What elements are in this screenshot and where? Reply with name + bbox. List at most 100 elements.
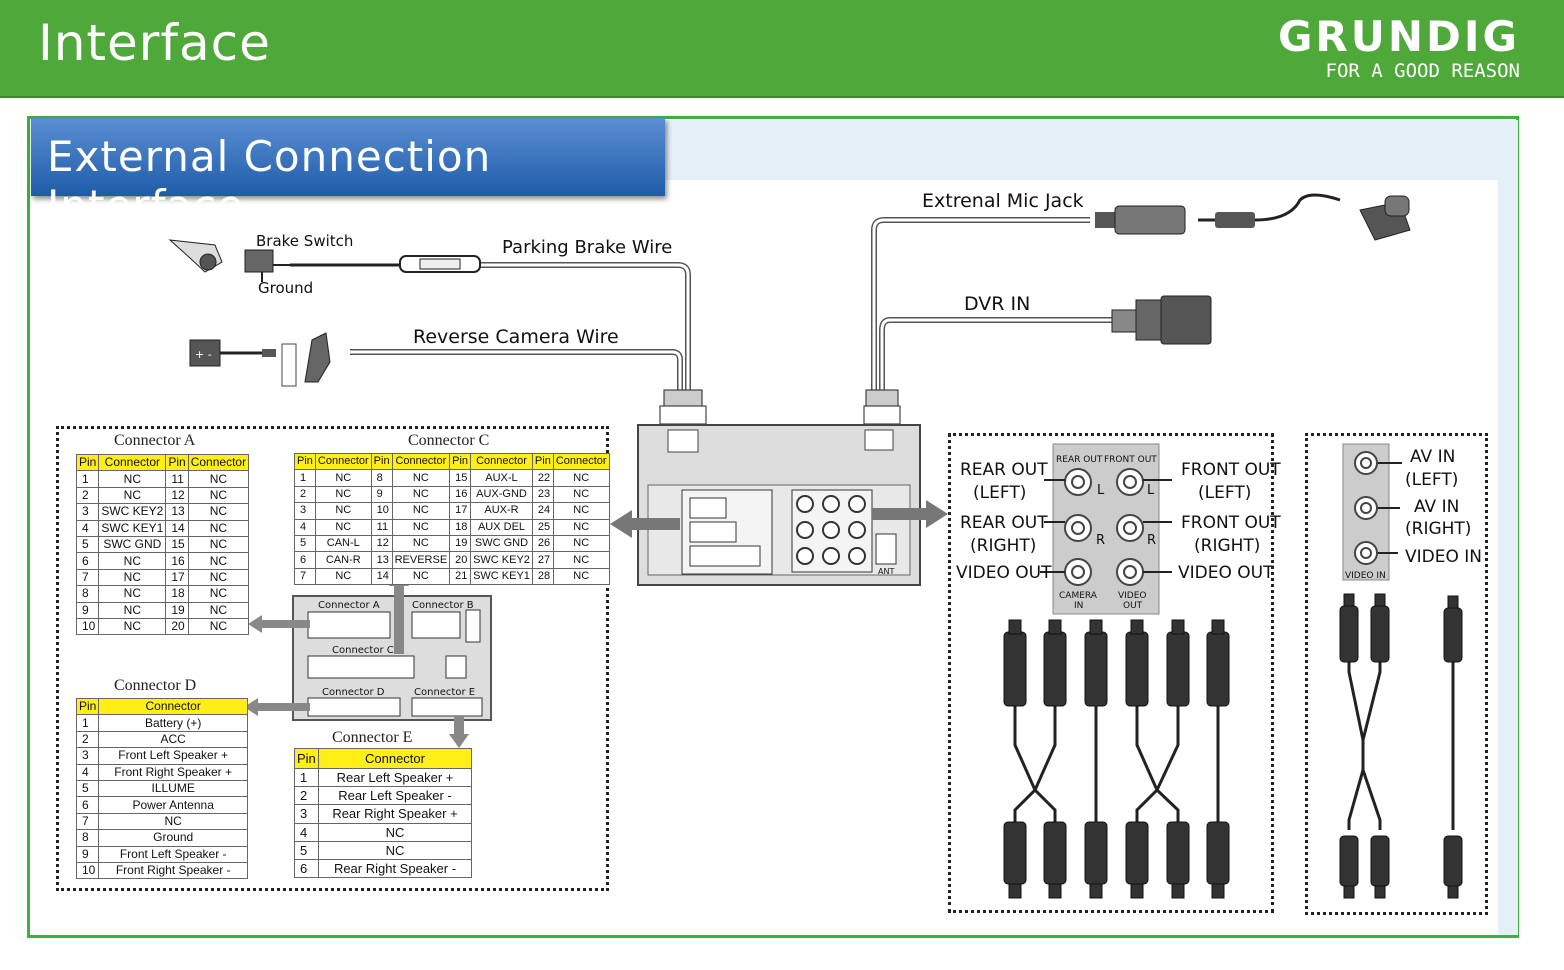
table-header: Connector (314, 452, 372, 471)
pin-cell: 12 (165, 486, 189, 505)
pin-cell: 14 (165, 519, 189, 537)
pin-cell: 1 (294, 469, 316, 487)
connector-d-title: Connector D (114, 677, 197, 694)
pin-cell: 22 (531, 469, 554, 487)
rear-out-left-label: REAR OUT (960, 460, 1048, 480)
connector-cell: NC (187, 601, 250, 619)
mic-jack-icon (1095, 193, 1341, 235)
connector-cell: SWC GND (470, 534, 533, 553)
mic-jack-label: Extrenal Mic Jack (922, 190, 1084, 212)
connector-cell: Power Antenna (98, 796, 248, 814)
connector-cell: NC (98, 585, 167, 603)
pin-cell: 20 (449, 551, 472, 569)
pin-cell: 10 (370, 502, 393, 520)
mini-label-c: Connector C (332, 645, 394, 656)
parking-brake-label: Parking Brake Wire (502, 237, 672, 258)
connector-cell: NC (318, 840, 472, 860)
unit-plug-right (863, 389, 901, 425)
connector-cell: SWC KEY1 (98, 519, 167, 537)
connector-cell: Front Left Speaker + (98, 747, 248, 765)
pin-cell: 2 (75, 486, 100, 505)
pin-cell: 4 (75, 763, 100, 781)
connector-cell: NC (391, 469, 451, 487)
pin-cell: 3 (75, 747, 100, 765)
arrow-left (610, 510, 680, 538)
rca-jack-panel (1040, 443, 1172, 615)
pin-cell: 10 (75, 617, 100, 636)
connector-cell: Battery (+) (98, 714, 248, 732)
connector-cell: AUX-GND (470, 485, 533, 504)
pin-cell: 13 (165, 503, 189, 521)
connector-cell: NC (318, 822, 472, 842)
table-header: Pin (75, 697, 100, 716)
pin-cell: 24 (531, 502, 554, 520)
brake-switch-label: Brake Switch (256, 232, 353, 250)
connector-cell: SWC KEY1 (470, 567, 533, 586)
right-channel-label-2: R (1147, 533, 1156, 548)
table-header: Pin (294, 452, 316, 471)
rca-area (948, 433, 1274, 913)
connector-cell: NC (391, 567, 451, 586)
pin-cell: 8 (75, 585, 100, 603)
pin-cell: 6 (75, 796, 100, 814)
pin-cell: 15 (165, 535, 189, 554)
av-in-right-sub: (RIGHT) (1405, 519, 1471, 539)
connector-cell: Front Right Speaker - (98, 861, 248, 880)
connector-arrows (244, 572, 469, 748)
front-out-left-sub: (LEFT) (1198, 483, 1251, 503)
av-in-left-sub: (LEFT) (1405, 470, 1458, 490)
pin-cell: 9 (370, 485, 393, 504)
video-out-right-label: VIDEO OUT (1178, 563, 1274, 583)
connector-cell: NC (187, 617, 250, 636)
connector-cell: NC (314, 502, 372, 520)
pin-cell: 4 (294, 822, 319, 842)
brake-switch-icon (168, 239, 290, 282)
pin-cell: 13 (370, 551, 393, 569)
rear-out-left-sub: (LEFT) (973, 483, 1026, 503)
connector-cell: NC (98, 812, 248, 831)
battery-icon: + - (189, 339, 276, 367)
connector-cell: Rear Right Speaker + (318, 804, 472, 824)
connector-cell: Front Left Speaker - (98, 845, 248, 863)
section-tab: External Connection Interface (31, 118, 665, 230)
table-header: Connector (391, 452, 451, 471)
mini-label-e: Connector E (414, 687, 475, 698)
panel-front-out-label: FRONT OUT (1104, 455, 1157, 465)
pin-cell: 6 (294, 551, 316, 569)
pin-cell: 5 (75, 779, 100, 798)
pin-cell: 1 (75, 714, 100, 732)
pin-cell: 4 (75, 519, 100, 537)
pin-cell: 5 (75, 535, 100, 554)
gear-shift-icon (281, 332, 331, 387)
connector-cell: NC (98, 470, 167, 488)
connector-overview: Connector A Connector B Connector C Conn… (292, 595, 492, 721)
video-in-label: VIDEO IN (1405, 547, 1482, 567)
pin-cell: 2 (294, 485, 316, 504)
pin-cell: 3 (75, 503, 100, 521)
connector-cell: NC (98, 568, 167, 587)
pin-cell: 16 (165, 552, 189, 570)
camera-in-label: CAMERA (1059, 591, 1098, 601)
connector-cell: AUX-L (470, 469, 533, 487)
pin-cell: 7 (294, 567, 316, 586)
